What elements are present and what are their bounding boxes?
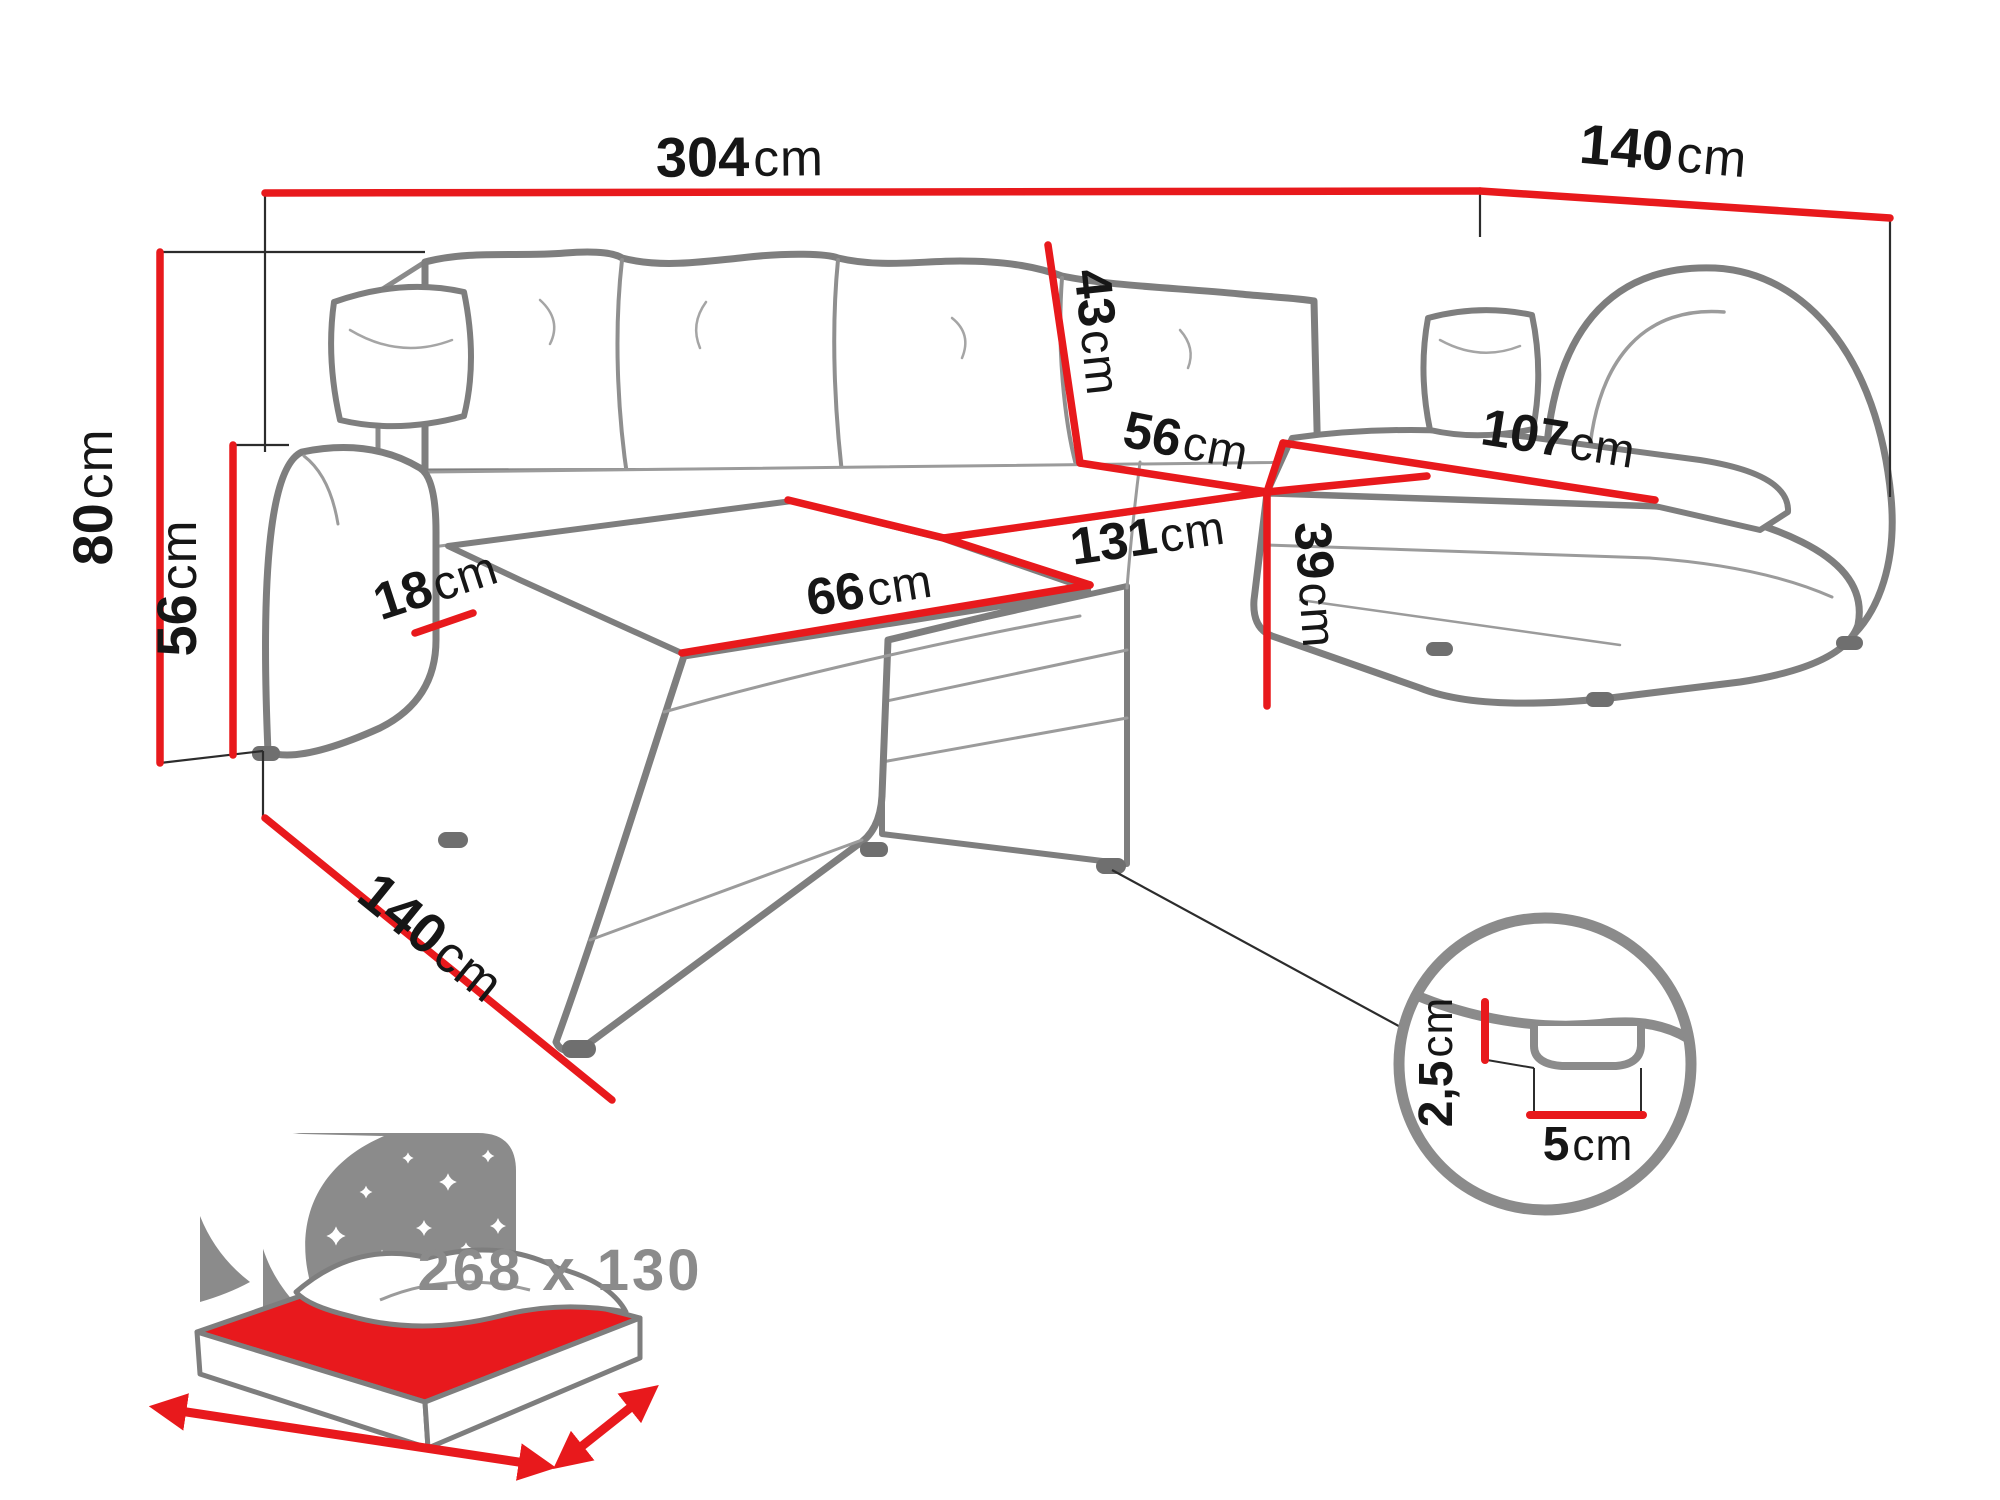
left-chaise-seam [662, 614, 1082, 714]
depth-right-label: 140cm [1577, 112, 1750, 189]
dim-line-total-width [261, 187, 1484, 197]
backrest-seam [615, 258, 630, 484]
star-icon [217, 1243, 227, 1253]
dim-line-armrest-width [411, 609, 477, 637]
leg-height-label: 2,5cm [1410, 997, 1463, 1128]
night-sky-corner [200, 1216, 250, 1302]
sleeping-area-label: 268 x 130 [417, 1238, 702, 1303]
middle-face-seam [880, 716, 1129, 764]
right-armrest-inner-curve [1586, 309, 1726, 472]
star-icon [359, 1185, 373, 1199]
star-icon [314, 1154, 330, 1170]
cushion-crease [1178, 328, 1192, 370]
detail-dimension-lines [1481, 998, 1647, 1119]
middle-seat-divider [1125, 460, 1142, 590]
cushion-crease [950, 316, 967, 360]
total-height-label: 80cm [61, 429, 124, 566]
dim-seam-mark [1263, 439, 1287, 496]
right-chaise-body [1250, 489, 1863, 707]
detail-base-edge [1404, 985, 1686, 1047]
left-armrest [262, 444, 440, 759]
total-width-label: 304cm [656, 124, 825, 188]
star-icon [402, 1152, 414, 1164]
pillow-right-crease [1438, 338, 1522, 354]
duvet [293, 1247, 629, 1329]
pillow-right [1420, 307, 1542, 439]
cushion-crease [538, 298, 556, 346]
moon-swoosh [255, 1133, 384, 1334]
middle-face-seam [880, 648, 1129, 704]
detail-leg-shape [1530, 1022, 1645, 1070]
left-armrest-crease [302, 454, 340, 526]
left-chaise-seam [588, 838, 864, 942]
dim-line-backrest-height [1044, 241, 1084, 467]
star-icon [481, 1149, 495, 1163]
duvet-crease [379, 1280, 531, 1302]
sofa-drawing [252, 248, 1896, 1058]
sofa-legs [252, 636, 1863, 1058]
star-icon [439, 1173, 457, 1191]
right-chaise-seam [1298, 598, 1622, 647]
backrest-height-label: 43cm [1062, 266, 1133, 398]
dim-seam-mark [784, 496, 948, 542]
dim-line-seat-depth [1076, 459, 1271, 496]
seat-height-label: 39cm [1283, 520, 1350, 650]
backrest-seam [1058, 276, 1078, 467]
bed-width-arrow [148, 1393, 557, 1481]
chaise-seat-width-label: 66cm [802, 551, 936, 628]
middle-seat-length-label: 131cm [1067, 498, 1229, 577]
dimension-lines [156, 187, 1894, 1104]
leg-detail-callout: 2,5cm 5cm [1393, 912, 1697, 1216]
armrest-height-label: 56cm [145, 520, 208, 657]
dim-chevron [1263, 472, 1431, 496]
dim-line-right-chaise-length [1279, 439, 1659, 504]
star-icon [326, 1226, 346, 1246]
dim-line-middle-seat-length [940, 488, 1271, 542]
star-icon [292, 1274, 308, 1290]
dim-line-chaise-seat-width [678, 581, 1094, 657]
right-chaise-seam [1266, 543, 1834, 599]
dim-chevron [940, 534, 1094, 589]
star-icon [460, 1242, 472, 1254]
pillow-left-crease [348, 328, 454, 350]
backrest [421, 248, 1322, 476]
dim-line-depth-right [1476, 187, 1894, 222]
cushion-crease [694, 300, 708, 350]
bed-depth-arrow [553, 1384, 659, 1470]
detail-witness-lines [1486, 1059, 1642, 1113]
right-chaise-length-label: 107cm [1477, 398, 1640, 480]
depth-left-label: 140cm [347, 859, 517, 1014]
pillow-left [328, 283, 474, 430]
seat-depth-label: 56cm [1119, 401, 1254, 482]
dim-line-depth-left [261, 814, 616, 1104]
leg-width-label: 5cm [1543, 1118, 1634, 1171]
detail-leader-line [1111, 869, 1407, 1031]
sleeping-function-icon: 268 x 130 [148, 1133, 702, 1481]
star-icon [416, 1220, 432, 1236]
extension-lines [159, 192, 1892, 1031]
star-icon [490, 1218, 506, 1234]
left-chaise-body [552, 588, 1092, 1054]
bed-size-arrows [148, 1384, 659, 1481]
